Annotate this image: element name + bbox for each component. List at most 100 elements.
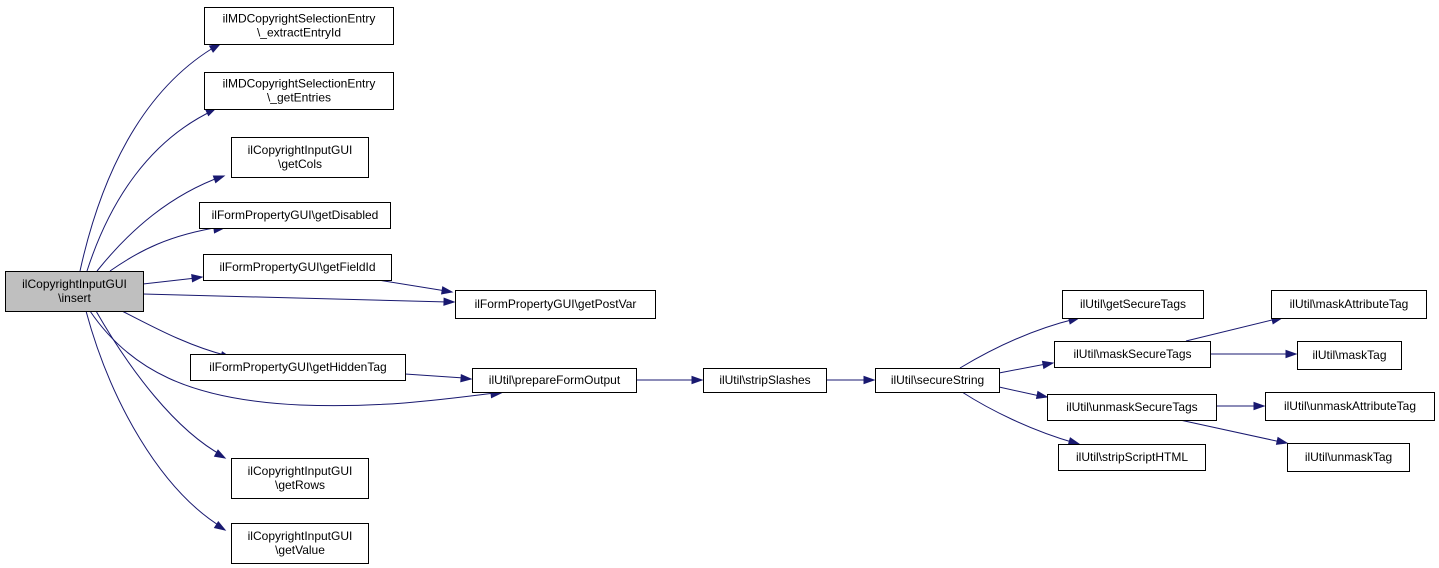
node-box xyxy=(875,368,1000,393)
node-getDisabled[interactable]: ilFormPropertyGUI\getDisabled xyxy=(199,202,391,229)
edge-line xyxy=(85,310,224,529)
arrow-head-icon xyxy=(440,286,454,295)
edge-line xyxy=(79,44,219,272)
node-label-line: ilUtil\maskSecureTags xyxy=(1073,347,1191,361)
edge-getFieldId-to-getPostVar xyxy=(377,279,454,295)
node-box xyxy=(1054,341,1211,368)
node-maskTag[interactable]: ilUtil\maskTag xyxy=(1297,341,1402,370)
node-getHiddenTag[interactable]: ilFormPropertyGUI\getHiddenTag xyxy=(190,354,406,381)
arrow-head-icon xyxy=(1067,437,1081,446)
node-box xyxy=(1058,444,1206,471)
edge-secureString-to-maskSecureTags xyxy=(998,360,1055,374)
edge-line xyxy=(109,226,221,272)
node-box xyxy=(231,137,369,178)
arrow-head-icon xyxy=(1041,360,1055,370)
node-box xyxy=(203,254,392,281)
node-box xyxy=(204,7,394,45)
node-label-line: ilUtil\prepareFormOutput xyxy=(489,373,621,387)
node-label-line: \getCols xyxy=(278,157,322,171)
node-label-line: ilMDCopyrightSelectionEntry xyxy=(223,77,376,91)
node-label-line: ilUtil\unmaskAttributeTag xyxy=(1284,399,1416,413)
edge-line xyxy=(121,310,229,357)
edge-stripSlashes-to-secureString xyxy=(826,375,876,385)
node-prepareFormOutput[interactable]: ilUtil\prepareFormOutput xyxy=(472,368,637,393)
arrow-head-icon xyxy=(191,274,204,283)
node-unmaskSecureTags[interactable]: ilUtil\unmaskSecureTags xyxy=(1047,394,1217,421)
node-label-line: ilFormPropertyGUI\getDisabled xyxy=(212,208,379,222)
node-label-line: ilFormPropertyGUI\getHiddenTag xyxy=(209,360,386,374)
node-getValue[interactable]: ilCopyrightInputGUI\getValue xyxy=(231,523,369,564)
node-getEntries[interactable]: ilMDCopyrightSelectionEntry\_getEntries xyxy=(204,72,394,110)
node-getCols[interactable]: ilCopyrightInputGUI\getCols xyxy=(231,137,369,178)
node-getRows[interactable]: ilCopyrightInputGUI\getRows xyxy=(231,458,369,499)
node-box xyxy=(1062,290,1204,319)
node-getFieldId[interactable]: ilFormPropertyGUI\getFieldId xyxy=(203,254,392,281)
node-label-line: ilCopyrightInputGUI xyxy=(248,464,353,478)
edge-root-to-getFieldId xyxy=(142,274,204,285)
node-unmaskAttributeTag[interactable]: ilUtil\unmaskAttributeTag xyxy=(1265,392,1435,421)
node-label-line: ilFormPropertyGUI\getFieldId xyxy=(219,260,375,274)
node-label-line: ilUtil\secureString xyxy=(891,373,984,387)
node-label-line: \insert xyxy=(58,291,91,305)
node-label-line: ilCopyrightInputGUI xyxy=(22,277,127,291)
node-box xyxy=(190,354,406,381)
arrow-head-icon xyxy=(443,297,456,306)
node-label-line: ilUtil\stripSlashes xyxy=(719,373,810,387)
edge-line xyxy=(961,391,1076,444)
edge-root-to-getPostVar xyxy=(142,293,456,306)
edge-root-to-getCols xyxy=(96,175,226,272)
edge-root-to-getRows xyxy=(95,310,227,459)
node-getPostVar[interactable]: ilFormPropertyGUI\getPostVar xyxy=(455,290,656,319)
edge-line xyxy=(86,109,215,272)
node-extract[interactable]: ilMDCopyrightSelectionEntry\_extractEntr… xyxy=(204,7,394,45)
node-box xyxy=(1297,341,1402,370)
node-label-line: \_getEntries xyxy=(267,91,331,105)
arrow-head-icon xyxy=(460,374,473,383)
edge-line xyxy=(998,363,1047,374)
node-label-line: ilUtil\maskTag xyxy=(1312,348,1386,362)
node-unmaskTag[interactable]: ilUtil\unmaskTag xyxy=(1287,443,1410,472)
node-box xyxy=(1271,290,1427,319)
arrow-head-icon xyxy=(1285,349,1298,359)
edge-prepareFormOutput-to-stripSlashes xyxy=(636,375,704,385)
node-label-line: \_extractEntryId xyxy=(257,26,341,40)
node-label-line: \getRows xyxy=(275,478,325,492)
node-box xyxy=(5,271,144,312)
node-getSecureTags[interactable]: ilUtil\getSecureTags xyxy=(1062,290,1204,319)
edge-root-to-getHiddenTag xyxy=(121,310,233,360)
node-box xyxy=(1265,392,1435,421)
node-label-line: ilMDCopyrightSelectionEntry xyxy=(223,12,376,26)
node-label-line: \getValue xyxy=(275,543,325,557)
node-maskAttributeTag[interactable]: ilUtil\maskAttributeTag xyxy=(1271,290,1427,319)
node-label-line: ilCopyrightInputGUI xyxy=(248,529,353,543)
edge-unmaskSecureTags-to-unmaskTag xyxy=(1179,419,1289,445)
node-box xyxy=(204,72,394,110)
node-root[interactable]: ilCopyrightInputGUI\insert xyxy=(5,271,144,312)
node-label-line: ilUtil\stripScriptHTML xyxy=(1076,450,1188,464)
node-label-line: ilUtil\getSecureTags xyxy=(1080,297,1186,311)
node-stripSlashes[interactable]: ilUtil\stripSlashes xyxy=(703,368,827,393)
node-box xyxy=(1287,443,1410,472)
node-label-line: ilUtil\maskAttributeTag xyxy=(1290,297,1409,311)
arrow-head-icon xyxy=(1035,390,1049,399)
edge-line xyxy=(142,293,449,303)
node-secureString[interactable]: ilUtil\secureString xyxy=(875,368,1000,393)
node-box xyxy=(231,458,369,499)
edge-secureString-to-stripScriptHTML xyxy=(961,391,1081,446)
edge-maskSecureTags-to-maskAttributeTag xyxy=(1185,316,1284,342)
edge-line xyxy=(1179,419,1282,443)
node-stripScriptHTML[interactable]: ilUtil\stripScriptHTML xyxy=(1058,444,1206,471)
node-box xyxy=(199,202,391,229)
edge-line xyxy=(404,373,465,379)
node-maskSecureTags[interactable]: ilUtil\maskSecureTags xyxy=(1054,341,1211,368)
edge-line xyxy=(959,318,1076,369)
edge-line xyxy=(142,277,197,285)
node-box xyxy=(455,290,656,319)
edge-line xyxy=(998,386,1041,397)
edge-line xyxy=(377,279,447,292)
node-box xyxy=(1047,394,1217,421)
edge-line xyxy=(96,175,224,272)
edge-line xyxy=(1185,318,1277,342)
node-box xyxy=(703,368,827,393)
